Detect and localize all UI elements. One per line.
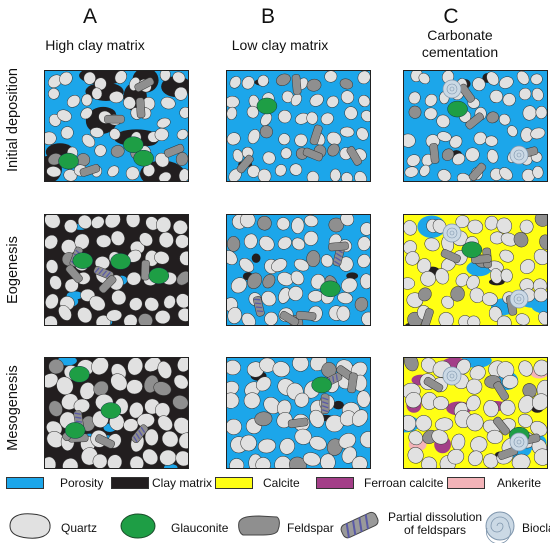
column-letter-a: A — [82, 5, 97, 28]
legend-label-feldspar: Feldspar — [287, 521, 334, 535]
panel-carbonate-mesogenesis — [403, 357, 548, 469]
legend-swatch-porosity — [6, 477, 44, 489]
legend-label-calcite: Calcite — [263, 476, 300, 490]
legend-fills: Porosity Clay matrix Calcite Ferroan cal… — [0, 474, 550, 494]
panel-illustration — [227, 358, 370, 468]
panel-illustration — [404, 71, 547, 181]
legend-swatch-calcite — [215, 477, 253, 489]
column-letter-b: B — [260, 5, 275, 28]
legend-label-ferroan-calcite: Ferroan calcite — [364, 476, 444, 490]
column-title-a: High clay matrix — [30, 37, 160, 54]
legend-label-clay-matrix: Clay matrix — [152, 476, 213, 490]
panel-illustration — [45, 358, 188, 468]
row-label-eogenesis: Eogenesis — [5, 236, 21, 304]
glauconite-icon — [120, 513, 156, 539]
legend-label-bioclast: Bioclast — [522, 521, 550, 535]
legend-label-quartz: Quartz — [61, 521, 98, 535]
panel-low-clay-mesogenesis — [226, 357, 371, 469]
legend-grains: Quartz Glauconite Feldspar Partial disso… — [0, 508, 550, 548]
legend-label-partial-dissolution-line1: Partial dissolution — [388, 510, 483, 524]
panel-illustration — [404, 358, 547, 468]
column-title-b-line1: Low clay matrix — [231, 37, 329, 53]
panel-carbonate-eogenesis — [403, 214, 548, 326]
quartz-icon — [9, 513, 51, 539]
panel-high-clay-mesogenesis — [44, 357, 189, 469]
panel-illustration — [45, 71, 188, 181]
column-letter-c: C — [443, 5, 459, 28]
partial-dissolution-feldspar-icon — [340, 511, 379, 539]
row-label-mesogenesis: Mesogenesis — [5, 365, 21, 451]
panel-low-clay-initial-deposition — [226, 70, 371, 182]
panel-carbonate-initial-deposition — [403, 70, 548, 182]
column-title-a-line1: High clay matrix — [45, 37, 145, 53]
legend-swatch-clay-matrix — [111, 477, 149, 489]
feldspar-icon — [238, 515, 280, 536]
legend-swatch-ferroan-calcite — [316, 477, 354, 489]
panel-illustration — [227, 215, 370, 325]
bioclast-icon — [485, 511, 515, 543]
panel-illustration — [404, 215, 547, 325]
legend-label-partial-dissolution: Partial dissolution of feldspars — [388, 511, 482, 537]
legend-label-porosity: Porosity — [60, 476, 104, 490]
legend-swatch-ankerite — [447, 477, 485, 489]
panel-high-clay-initial-deposition — [44, 70, 189, 182]
panel-high-clay-eogenesis — [44, 214, 189, 326]
panel-low-clay-eogenesis — [226, 214, 371, 326]
legend-label-partial-dissolution-line2: of feldspars — [404, 523, 467, 537]
row-label-initial-deposition: Initial deposition — [5, 68, 21, 172]
column-title-c-line2: cementation — [421, 44, 499, 60]
legend-label-glauconite: Glauconite — [171, 521, 229, 535]
panel-illustration — [45, 215, 188, 325]
column-title-b: Low clay matrix — [215, 37, 345, 54]
column-title-c: Carbonate cementation — [395, 27, 525, 61]
panel-illustration — [227, 71, 370, 181]
column-title-c-line1: Carbonate — [427, 27, 493, 43]
legend-label-ankerite: Ankerite — [497, 476, 542, 490]
